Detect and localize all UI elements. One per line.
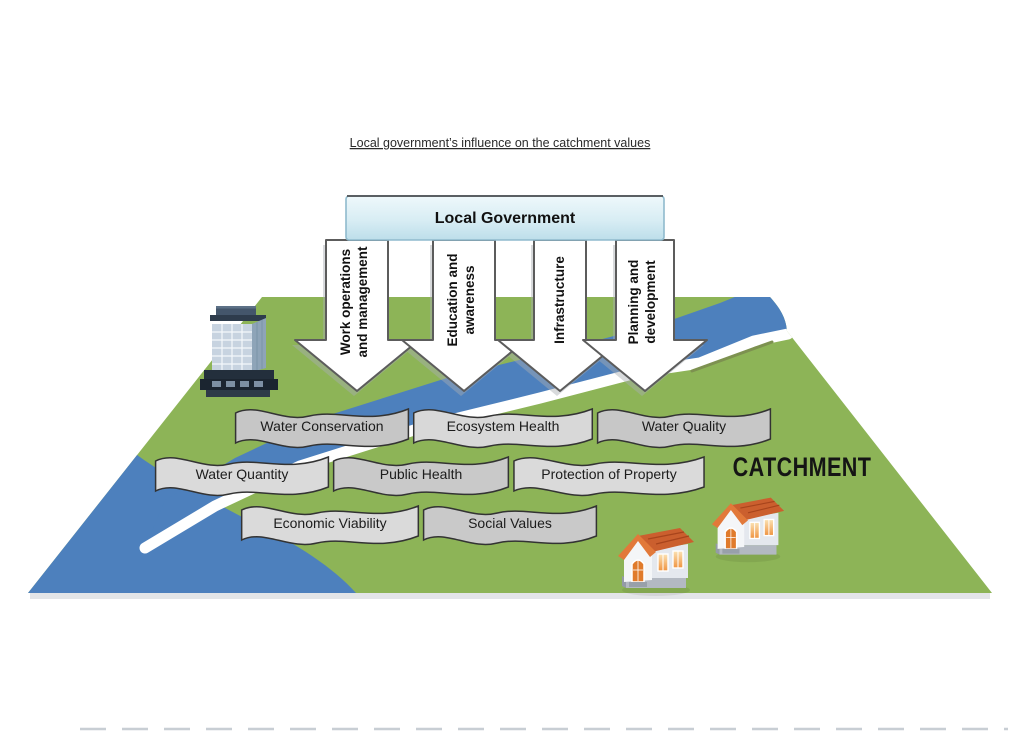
office-building-icon [200,306,278,397]
local-government-label: Local Government [435,210,576,227]
arrow-infrastructure-label: Infrastructure [552,256,567,344]
diagram-title: Local government’s influence on the catc… [350,136,651,150]
banner-economic-viability-label: Economic Viability [273,515,386,531]
banner-ecosystem-health-label: Ecosystem Health [447,418,560,434]
banner-social-values-label: Social Values [468,515,552,531]
banner-public-health: Public Health [332,456,510,497]
arrow-planning-label-2: development [643,260,658,344]
banner-ecosystem-health: Ecosystem Health [412,408,594,449]
local-government-box: Local Government [345,195,665,241]
banner-economic-viability: Economic Viability [240,505,420,546]
banner-protection-of-property-label: Protection of Property [541,466,676,482]
arrow-infrastructure [497,239,623,392]
arrow-work-operations [294,239,420,392]
banner-water-quantity: Water Quantity [154,456,330,497]
arrow-work-operations-label-1: Work operations [338,249,353,355]
banner-social-values: Social Values [422,505,598,546]
banner-water-quality: Water Quality [596,408,772,449]
arrow-work-operations-label-2: and management [355,246,370,358]
arrow-education-label-1: Education and [445,253,460,346]
arrow-education-label-2: awareness [462,265,477,334]
arrow-planning [582,239,708,392]
arrow-education [401,239,527,392]
coast-edge-line [690,340,774,373]
catchment-label: CATCHMENT [733,453,872,483]
banner-protection-of-property: Protection of Property [513,456,705,497]
banner-water-conservation-label: Water Conservation [260,418,383,434]
banner-water-conservation: Water Conservation [234,408,410,449]
banner-public-health-label: Public Health [380,466,463,482]
banner-water-quality-label: Water Quality [642,418,726,434]
arrow-planning-label-1: Planning and [626,260,641,345]
banner-water-quantity-label: Water Quantity [196,466,289,482]
